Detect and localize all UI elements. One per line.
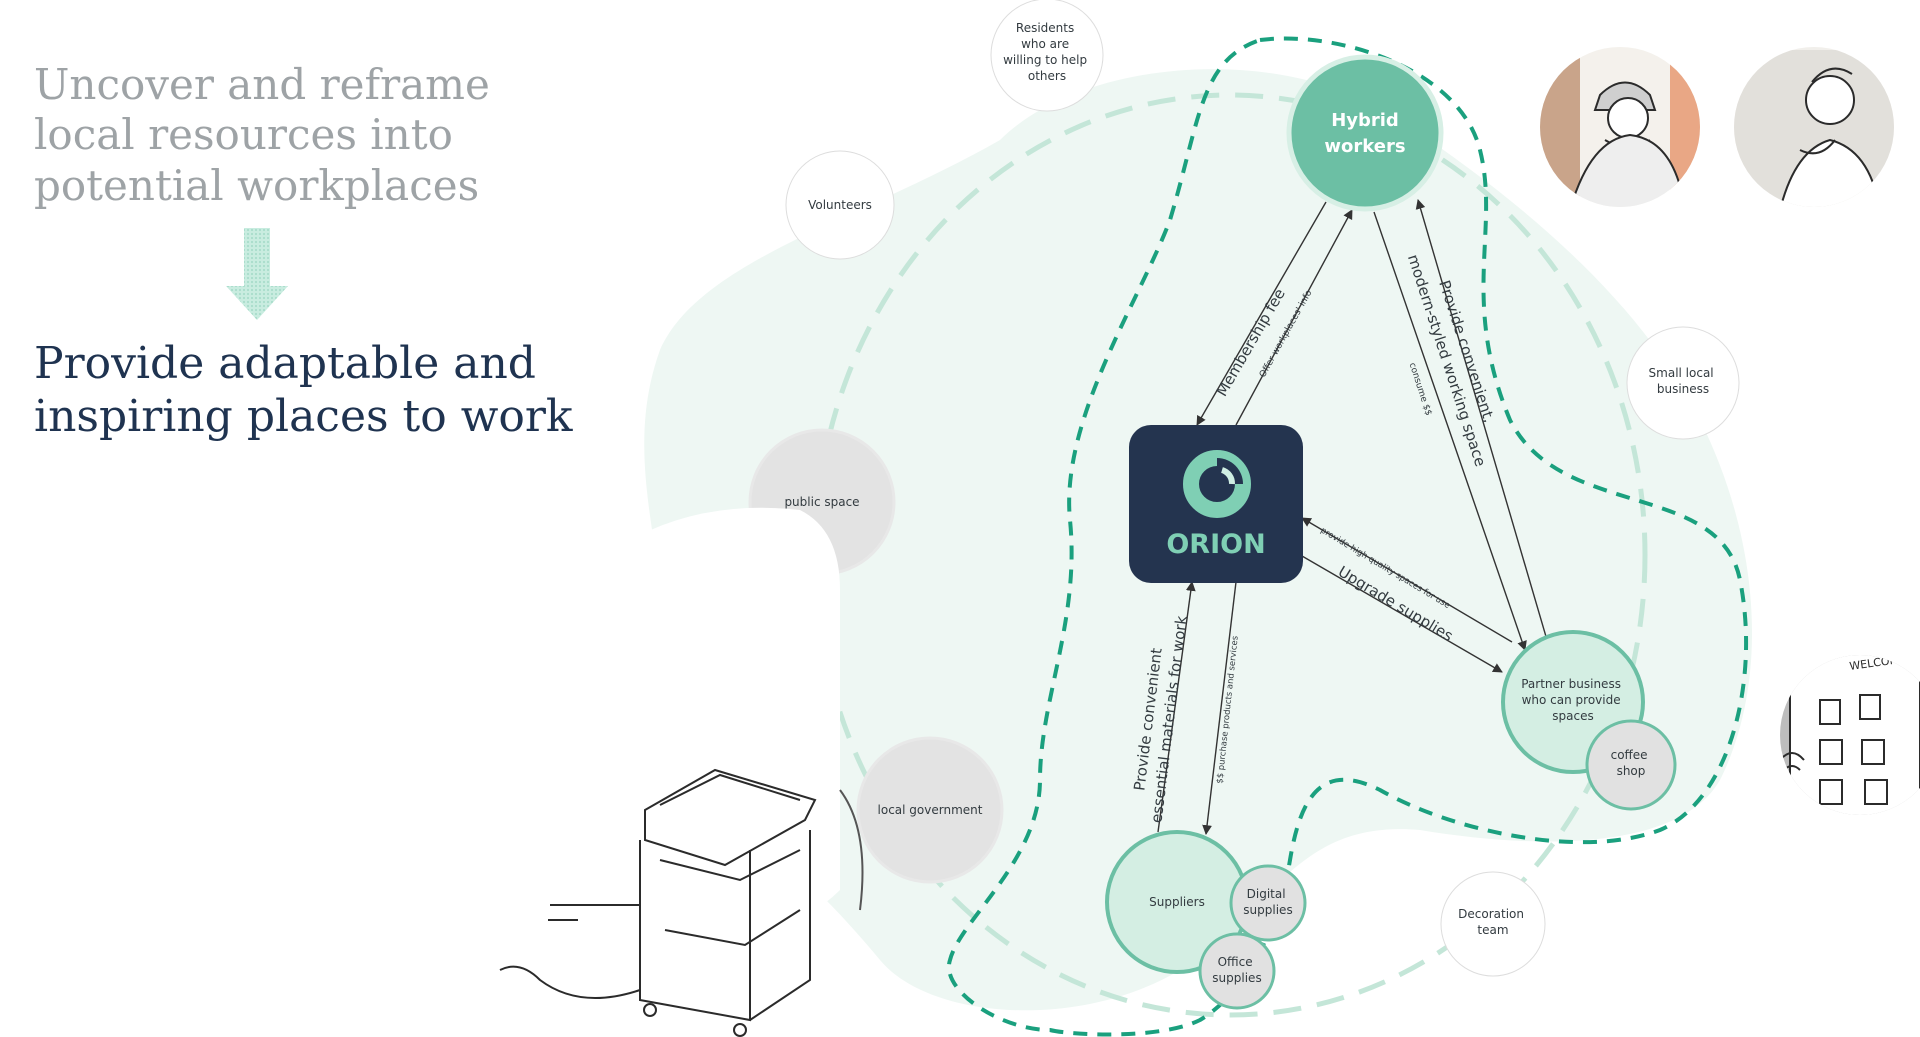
node-public-space-label: public space — [784, 495, 859, 509]
headline-provide-line1: Provide adaptable and — [34, 338, 536, 389]
node-hybrid-workers-line1: Hybrid — [1331, 110, 1399, 131]
headline-provide-line2: inspiring places to work — [34, 390, 573, 442]
node-hybrid-workers-line2: workers — [1324, 136, 1405, 157]
edge-purchase-products — [1202, 581, 1237, 835]
node-volunteers-label: Volunteers — [808, 198, 872, 212]
core-dashed-boundary — [946, 36, 1749, 1037]
node-decoration-team-label: Decoration team — [1458, 907, 1528, 937]
headline-reframe-line3: potential workplaces — [34, 160, 480, 210]
edge-provide-materials — [1157, 581, 1196, 833]
edge-provide-spaces — [1301, 517, 1513, 643]
node-residents[interactable]: Residents who are willing to help others — [990, 0, 1104, 112]
headline-reframe-line1: Uncover and reframe — [34, 60, 490, 109]
node-residents-label: Residents who are willing to help others — [1003, 21, 1091, 83]
headline-reframe: Uncover and reframe local resources into… — [34, 60, 514, 211]
headline-reframe-line2: local resources into — [34, 110, 453, 160]
node-local-government[interactable]: local government — [856, 736, 1004, 884]
sketch-man-icon — [1540, 47, 1700, 207]
cafe-window-icon: WELCOME — [1780, 655, 1920, 815]
node-small-business-label: Small local business — [1649, 366, 1718, 396]
kiosk-icon — [499, 507, 864, 1037]
node-coffee-shop[interactable]: coffee shop — [1585, 719, 1677, 811]
node-local-government-label: local government — [878, 803, 983, 817]
node-orion-label: ORION — [1166, 529, 1265, 560]
node-partner-business-label: Partner business who can provide spaces — [1521, 677, 1625, 723]
node-office-supplies[interactable]: Office supplies — [1198, 932, 1276, 1010]
node-volunteers[interactable]: Volunteers — [785, 150, 895, 260]
edge-offer-workplaces — [1235, 209, 1353, 426]
node-decoration-team[interactable]: Decoration team — [1440, 871, 1546, 977]
edge-provide-working-space — [1415, 199, 1548, 641]
node-hybrid-workers[interactable]: Hybrid workers — [1286, 54, 1444, 212]
edge-consume — [1373, 211, 1527, 651]
node-orion[interactable]: ORION — [1129, 425, 1303, 583]
edge-membership-fee — [1196, 201, 1327, 426]
down-arrow-icon — [226, 228, 288, 320]
node-digital-supplies[interactable]: Digital supplies — [1229, 864, 1307, 942]
sketch-woman-icon — [1734, 47, 1894, 207]
node-suppliers[interactable]: Suppliers — [1105, 830, 1249, 974]
node-small-business[interactable]: Small local business — [1626, 326, 1740, 440]
edge-upgrade-supplies — [1301, 555, 1503, 673]
node-coffee-shop-label: coffee shop — [1611, 748, 1652, 778]
orion-logo-icon — [1183, 450, 1251, 518]
node-suppliers-label: Suppliers — [1149, 895, 1205, 909]
headline-provide: Provide adaptable and inspiring places t… — [34, 338, 594, 444]
node-office-supplies-label: Office supplies — [1212, 955, 1261, 985]
node-digital-supplies-label: Digital supplies — [1243, 887, 1292, 917]
